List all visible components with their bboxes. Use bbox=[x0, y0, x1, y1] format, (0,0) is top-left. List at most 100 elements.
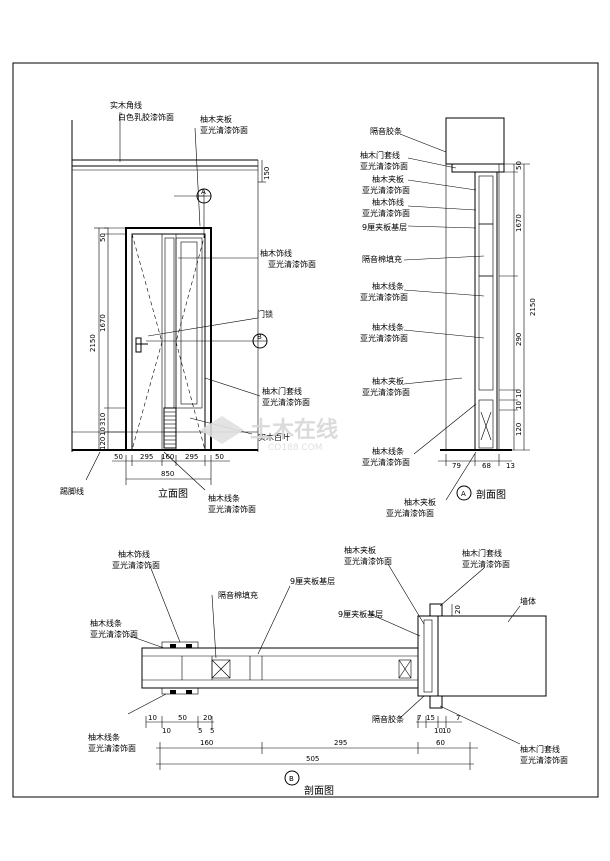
dim-v-2150: 2150 bbox=[89, 334, 97, 352]
section-b-title: 剖面图 bbox=[304, 784, 334, 797]
dim-v-1670: 1670 bbox=[99, 314, 107, 332]
sb-label-strip2-finish: 亚光清漆饰面 bbox=[88, 743, 136, 753]
dim-h-50-left: 50 bbox=[114, 453, 123, 461]
label-louver: 实木百叶 bbox=[258, 432, 290, 442]
sb-label-base9: 9厘夹板基层 bbox=[290, 576, 335, 586]
sa-label-fill: 隔音棉填充 bbox=[362, 254, 402, 264]
sa-label-base9: 9厘夹板基层 bbox=[362, 222, 407, 232]
sa-label-casing: 柚木门套线 bbox=[360, 150, 400, 160]
sa-label-panel3: 柚木夹板 bbox=[404, 497, 436, 507]
sa-dim-79: 79 bbox=[452, 462, 461, 470]
sa-dim-68: 68 bbox=[482, 462, 491, 470]
label-trim-finish: 亚光清漆饰面 bbox=[268, 259, 316, 269]
label-corner-line-finish: 白色乳胶漆饰面 bbox=[118, 112, 174, 122]
section-a-marker-letter: A bbox=[461, 490, 466, 498]
label-door-lock: 门锁 bbox=[257, 309, 273, 319]
watermark: 土木在线 CO188.COM bbox=[200, 416, 338, 453]
sa-label-panel2: 柚木夹板 bbox=[372, 376, 404, 386]
sb-label-trim: 柚木饰线 bbox=[118, 549, 150, 559]
sa-label-strip3-finish: 亚光清漆饰面 bbox=[362, 457, 410, 467]
sa-label-panel: 柚木夹板 bbox=[372, 174, 404, 184]
dim-v-10: 10 bbox=[99, 427, 107, 436]
sb-dim-10: 10 bbox=[148, 714, 157, 722]
label-trim-line: 柚木饰线 bbox=[260, 248, 292, 258]
label-casing-finish: 亚光清漆饰面 bbox=[262, 397, 310, 407]
sa-dim-2150: 2150 bbox=[529, 298, 537, 316]
section-b-marker-letter: B bbox=[289, 775, 294, 783]
sb-label-strip: 柚木线条 bbox=[90, 618, 122, 628]
sb-dim-r15: 15 bbox=[426, 714, 435, 722]
sb-label-casing-finish: 亚光清漆饰面 bbox=[462, 559, 510, 569]
sa-dim-50: 50 bbox=[515, 161, 523, 170]
section-a-title-marker bbox=[456, 485, 472, 501]
dim-h-160: 160 bbox=[161, 453, 174, 461]
sa-label-panel-finish: 亚光清漆饰面 bbox=[362, 185, 410, 195]
watermark-logo-icon bbox=[200, 416, 244, 444]
sb-label-strip2: 柚木线条 bbox=[88, 732, 120, 742]
sb-dim-r7b: 7 bbox=[456, 714, 460, 722]
section-b-view: 20 10 50 20 10 5 5 7 15 7 10 10 160 295 … bbox=[88, 545, 568, 797]
label-skirting: 踢脚线 bbox=[60, 486, 84, 496]
sa-label-gasket: 隔音胶条 bbox=[370, 126, 402, 136]
dim-h-850: 850 bbox=[161, 470, 174, 478]
sb-dim-505: 505 bbox=[306, 755, 319, 763]
sb-label-wall: 墙体 bbox=[520, 596, 536, 606]
elevation-title: 立面图 bbox=[158, 487, 188, 500]
label-strip: 柚木线条 bbox=[208, 493, 240, 503]
sa-dim-290: 290 bbox=[515, 333, 523, 346]
sb-label-fill: 隔音棉填充 bbox=[218, 590, 258, 600]
dim-v-120: 120 bbox=[99, 437, 107, 450]
sa-label-strip: 柚木线条 bbox=[372, 281, 404, 291]
sa-label-casing-finish: 亚光清漆饰面 bbox=[360, 161, 408, 171]
sb-label-gasket: 隔音胶条 bbox=[372, 714, 404, 724]
dim-h-295-left: 295 bbox=[140, 453, 153, 461]
elevation-view: A B 2150 50 1670 310 10 120 150 50 295 bbox=[60, 100, 316, 514]
sb-label-base9b: 9厘夹板基层 bbox=[338, 609, 383, 619]
sb-dim-160: 160 bbox=[200, 739, 213, 747]
label-veneer-finish: 亚光清漆饰面 bbox=[200, 125, 248, 135]
sa-label-strip2: 柚木线条 bbox=[372, 322, 404, 332]
sa-label-trim-finish: 亚光清漆饰面 bbox=[362, 208, 410, 218]
sb-dim-5a: 5 bbox=[198, 727, 202, 735]
sb-dim-5b: 5 bbox=[210, 727, 214, 735]
section-a-title: 剖面图 bbox=[476, 488, 506, 501]
sb-label-panel: 柚木夹板 bbox=[344, 545, 376, 555]
louver-slats bbox=[164, 411, 176, 445]
sa-label-panel2-finish: 亚光清漆饰面 bbox=[362, 387, 410, 397]
label-casing-line: 柚木门套线 bbox=[262, 386, 302, 396]
sa-dim-10b: 10 bbox=[515, 401, 523, 410]
label-veneer-panel: 柚木夹板 bbox=[200, 114, 232, 124]
dim-v-150: 150 bbox=[263, 167, 271, 180]
dim-h-295-right: 295 bbox=[185, 453, 198, 461]
sb-label-strip-finish: 亚光清漆饰面 bbox=[90, 629, 138, 639]
marker-a-label: A bbox=[201, 188, 206, 196]
dim-v-310: 310 bbox=[99, 413, 107, 426]
sa-label-strip3: 柚木线条 bbox=[372, 446, 404, 456]
sb-label-trim-finish: 亚光清漆饰面 bbox=[112, 560, 160, 570]
sa-label-strip-finish: 亚光清漆饰面 bbox=[360, 292, 408, 302]
sa-dim-10a: 10 bbox=[515, 389, 523, 398]
sa-dim-13: 13 bbox=[506, 462, 515, 470]
label-corner-line: 实木角线 bbox=[110, 100, 142, 110]
sb-dim-r10b: 10 bbox=[442, 727, 451, 735]
sb-dim-20: 20 bbox=[454, 605, 462, 614]
sb-label-casing: 柚木门套线 bbox=[462, 548, 502, 558]
sb-label-casing2-finish: 亚光清漆饰面 bbox=[520, 755, 568, 765]
door-lock-icon bbox=[135, 337, 142, 353]
sb-label-casing2: 柚木门套线 bbox=[520, 744, 560, 754]
sb-label-panel-finish: 亚光清漆饰面 bbox=[344, 556, 392, 566]
sb-dim-50: 50 bbox=[178, 714, 187, 722]
section-b-title-marker bbox=[284, 770, 300, 786]
sa-dim-120: 120 bbox=[515, 423, 523, 436]
sheet-border bbox=[12, 62, 599, 798]
sb-dim-r10a: 10 bbox=[434, 727, 443, 735]
section-a-view: 50 1670 2150 290 10 10 120 79 68 13 隔音胶条… bbox=[360, 117, 537, 518]
dim-h-50-right: 50 bbox=[215, 453, 224, 461]
sb-dim-20s: 20 bbox=[203, 714, 212, 722]
label-strip-finish: 亚光清漆饰面 bbox=[208, 504, 256, 514]
watermark-en: CO188.COM bbox=[268, 443, 323, 453]
marker-b-label: B bbox=[257, 333, 262, 341]
sb-dim-10b: 10 bbox=[162, 727, 171, 735]
sa-label-trim: 柚木饰线 bbox=[372, 197, 404, 207]
